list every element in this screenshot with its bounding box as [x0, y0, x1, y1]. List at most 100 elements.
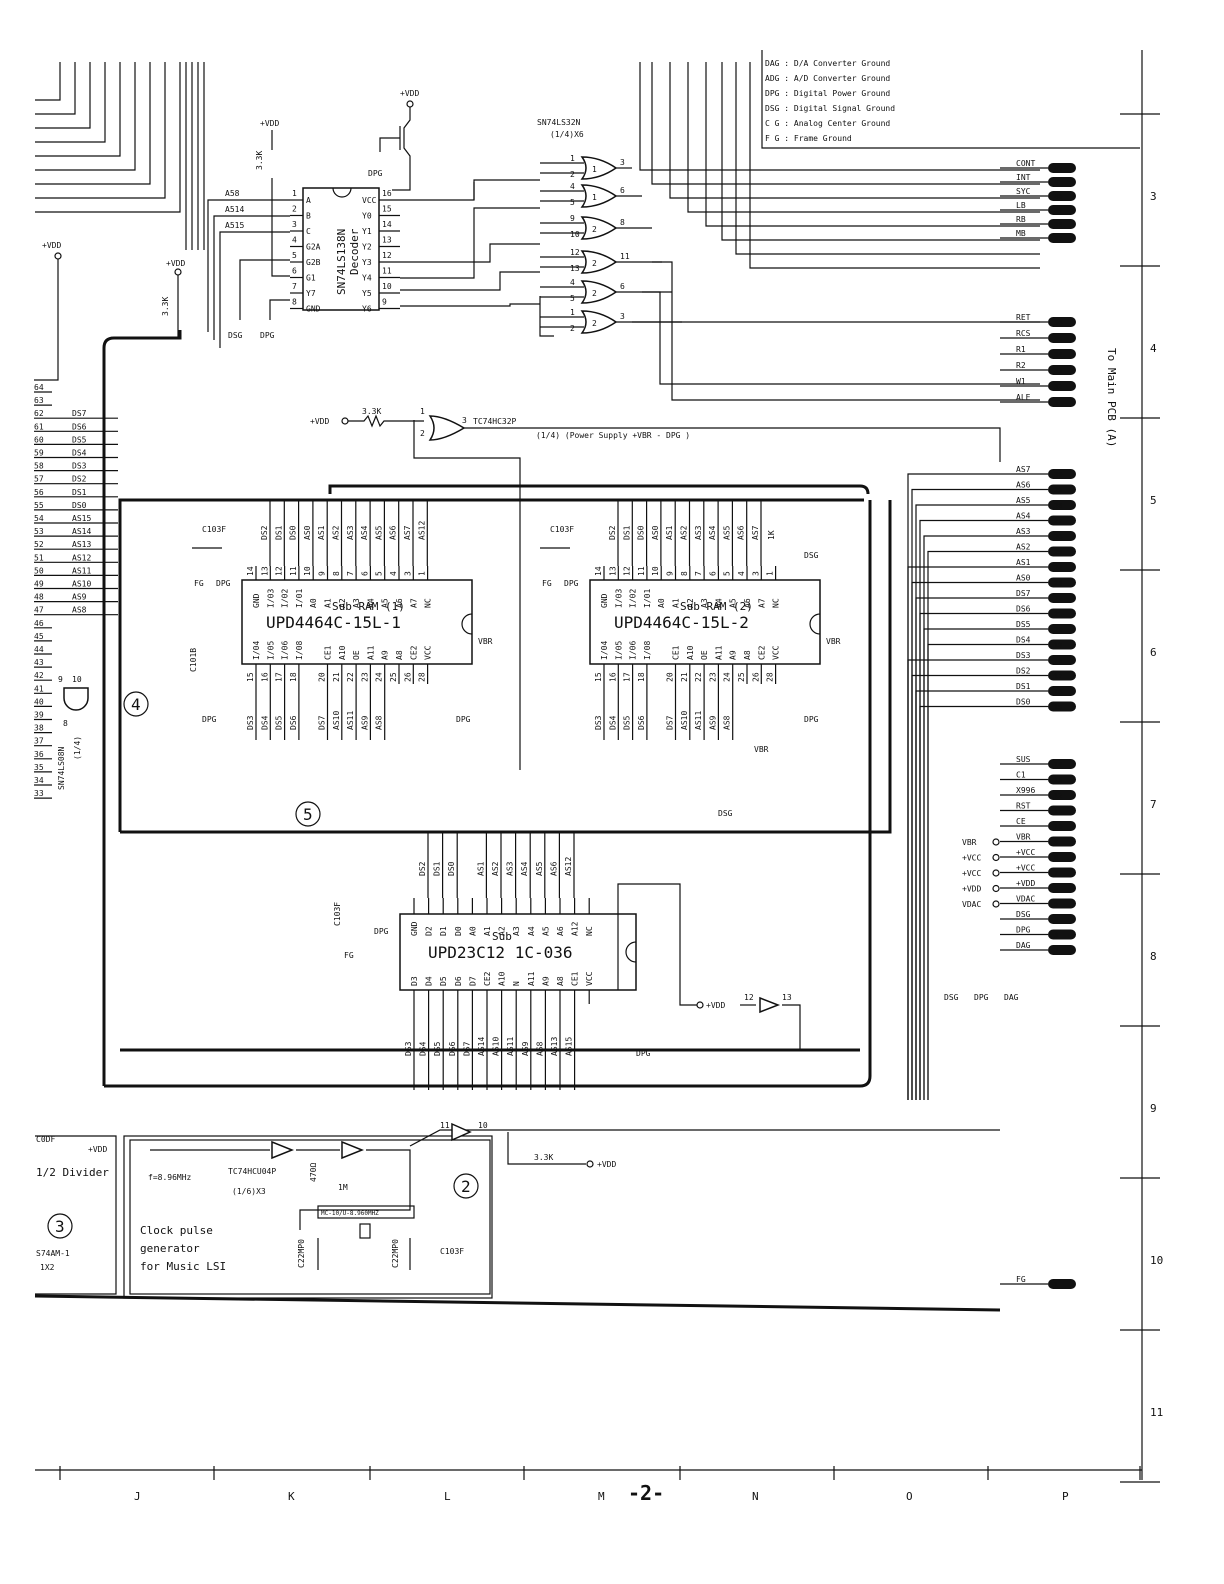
connector-pin: [1048, 774, 1076, 785]
clock-r470: 470Ω: [309, 1163, 318, 1182]
connector-num: 35: [1054, 335, 1062, 343]
connector-pin: [1048, 219, 1076, 229]
or-gate: [580, 250, 618, 274]
connector-num: 25: [1054, 549, 1062, 557]
bus-signal: AS15: [72, 514, 91, 523]
decoder-pin-num: 7: [292, 282, 297, 291]
wire: [911, 674, 1000, 1100]
ram-fg: FG: [194, 579, 204, 588]
decoder-pin-num: 12: [382, 251, 392, 260]
ground-DPG: DPG: [974, 993, 989, 1002]
bus-signal: DS4: [72, 449, 87, 458]
wire: [400, 303, 540, 307]
or-gate-in: 5: [570, 294, 575, 303]
conn-label: AS5: [1016, 496, 1031, 505]
wire: [721, 62, 1040, 241]
connector-pin: [1048, 624, 1076, 634]
ram-pin-num: 3: [403, 571, 412, 576]
conn-label: CONT: [1016, 159, 1035, 168]
ram-pin-num: 15: [594, 672, 603, 682]
ram-wire-label: AS6: [389, 525, 398, 540]
connector-num: 16: [1054, 688, 1062, 696]
conn-label: C1: [1016, 771, 1026, 780]
ram-pin-name: A8: [743, 650, 752, 660]
or-gate-in: 4: [570, 182, 575, 191]
ram-body: [241, 579, 473, 665]
supply-label: +VDD: [962, 885, 981, 894]
ram-pin-name: A10: [686, 645, 695, 660]
row-label-8: 8: [1150, 950, 1157, 963]
ram-wire-label: AS4: [360, 525, 369, 540]
ram-wire-label: DS2: [608, 525, 617, 540]
ram-dpg: DPG: [216, 579, 231, 588]
wire: [35, 62, 166, 199]
connector-pin: [1048, 317, 1076, 327]
conn-label: VBR: [1016, 833, 1031, 842]
row-label-7: 7: [1150, 798, 1157, 811]
decoder-pin-num: 5: [292, 251, 297, 260]
ram-pin-num: 6: [708, 571, 717, 576]
divider-part: S74AM-1: [36, 1249, 70, 1258]
connector-num: 4: [1054, 916, 1058, 924]
ram-pin-num: 9: [666, 571, 675, 576]
conn-label: ALE: [1016, 393, 1031, 402]
ram-pin-num: 28: [766, 672, 775, 682]
row-label-5: 5: [1150, 494, 1157, 507]
wire: [927, 643, 1000, 1100]
ram-pin-name: A10: [338, 645, 347, 660]
top-bus-lines: [35, 62, 205, 250]
decoder-pin-name: GND: [306, 305, 321, 314]
wire: [652, 261, 1040, 401]
connector-pin: [1048, 836, 1076, 847]
conn-label: W1: [1016, 377, 1026, 386]
connector-pin: [1048, 898, 1076, 909]
ram-pin-num: 4: [389, 571, 398, 576]
rom-wire-label: AS12: [564, 857, 573, 876]
power-gate-part: TC74HC32P: [473, 417, 517, 426]
connector-pin: [1048, 546, 1076, 557]
connector-pin: [1048, 381, 1076, 391]
bus-pin-61: 61: [34, 422, 44, 431]
ram-wire-label: DS7: [666, 715, 675, 730]
power-gate-in2: 2: [420, 429, 425, 438]
connector-num: 19: [1054, 642, 1062, 650]
ram-wire-label: AS3: [346, 525, 355, 540]
bus-pin-36: 36: [34, 750, 44, 759]
ram-pin-name: A4: [714, 598, 723, 608]
connector-num: 23: [1054, 580, 1062, 588]
reset-inverter: 11 10 3.3K +VDD: [409, 1121, 1000, 1169]
decoder-pin-num: 10: [382, 282, 392, 291]
clock-xtal: MC-10/U-8.960MHZ: [321, 1210, 379, 1217]
ram-pin-name: CE2: [757, 645, 766, 660]
connector-num: 11: [1054, 808, 1062, 816]
and-part: SN74LS08N: [57, 746, 66, 790]
bus-pin-54: 54: [34, 514, 44, 523]
connector-num: 3: [1054, 932, 1058, 940]
wire: [400, 243, 540, 263]
rom-pin-name: A0: [468, 926, 477, 936]
conn-label: AS7: [1016, 465, 1031, 474]
connector-num: 36: [1054, 319, 1062, 327]
ram-pin-name: A4: [366, 598, 375, 608]
connector-pin: [1048, 821, 1076, 831]
decoder-pin-name: Y0: [362, 212, 372, 221]
rom-wire-label: DS2: [418, 861, 427, 876]
decoder-dsg: DSG: [228, 331, 243, 340]
ram-pin-num: 23: [360, 672, 369, 682]
connector-num: 18: [1054, 657, 1062, 665]
conn-label: RET: [1016, 313, 1031, 322]
or-gate: [580, 216, 618, 240]
ram-wire-label: AS11: [694, 711, 703, 730]
wire: [34, 259, 59, 381]
supply-node: [992, 869, 1000, 877]
rom-pin-name: D5: [439, 976, 448, 986]
connector-pin: [1048, 205, 1076, 215]
ram-pin-name: OE: [700, 650, 709, 660]
ram-wire-label: AS0: [303, 525, 312, 540]
rom-inv-out: 13: [782, 993, 792, 1002]
rom-inverter: [759, 996, 781, 1014]
ram-vbr: VBR: [826, 637, 841, 646]
ram-pin-name: I/04: [252, 641, 261, 660]
wire: [35, 62, 121, 157]
